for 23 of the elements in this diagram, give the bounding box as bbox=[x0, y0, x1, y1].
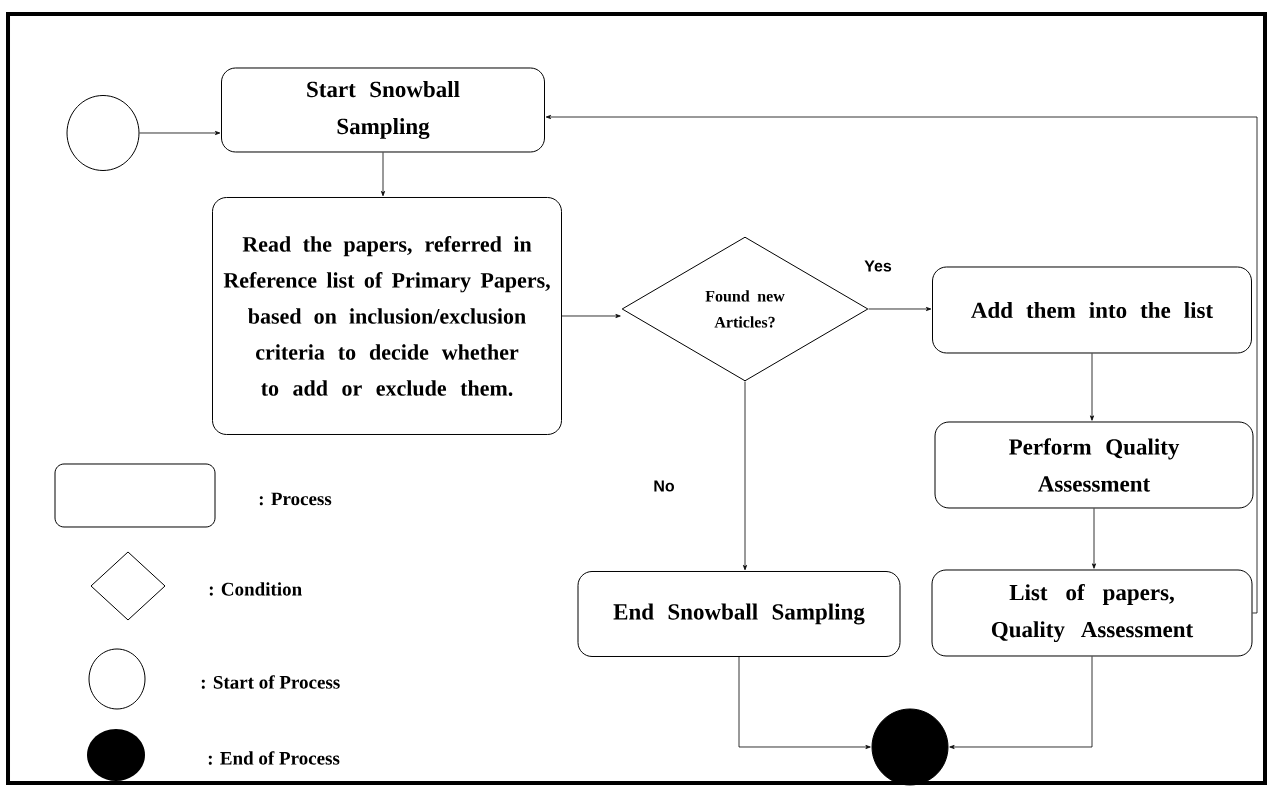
process-box: List of papers, Quality Assessment bbox=[931, 569, 1253, 657]
arrow bbox=[949, 656, 1093, 749]
arrow bbox=[868, 307, 932, 311]
arrow bbox=[381, 152, 385, 197]
legend-label: : End of Process bbox=[208, 751, 340, 765]
process-box: Perform Quality Assessment bbox=[934, 421, 1254, 509]
process-box: Start Snowball Sampling bbox=[221, 67, 545, 153]
start-circle bbox=[66, 95, 140, 171]
process-box: Add them into the list bbox=[932, 266, 1252, 354]
arrow bbox=[738, 656, 871, 749]
process-box: Read the papers, referred in Reference list of Primary Papers, based on inclusion/exclusion criteria to decide whether to add or exclude them. bbox=[212, 197, 562, 435]
arrow bbox=[1090, 353, 1094, 421]
legend-label: : Process bbox=[259, 492, 332, 506]
arrow bbox=[561, 314, 621, 318]
edge-label: No bbox=[652, 479, 676, 493]
arrow bbox=[139, 131, 221, 135]
end-circle bbox=[871, 708, 949, 786]
arrow bbox=[743, 381, 747, 571]
process-box: End Snowball Sampling bbox=[577, 571, 901, 657]
arrow bbox=[1092, 508, 1096, 569]
legend-label: : Start of Process bbox=[201, 675, 340, 689]
arrow bbox=[545, 115, 1258, 614]
legend-label: : Condition bbox=[209, 582, 302, 596]
